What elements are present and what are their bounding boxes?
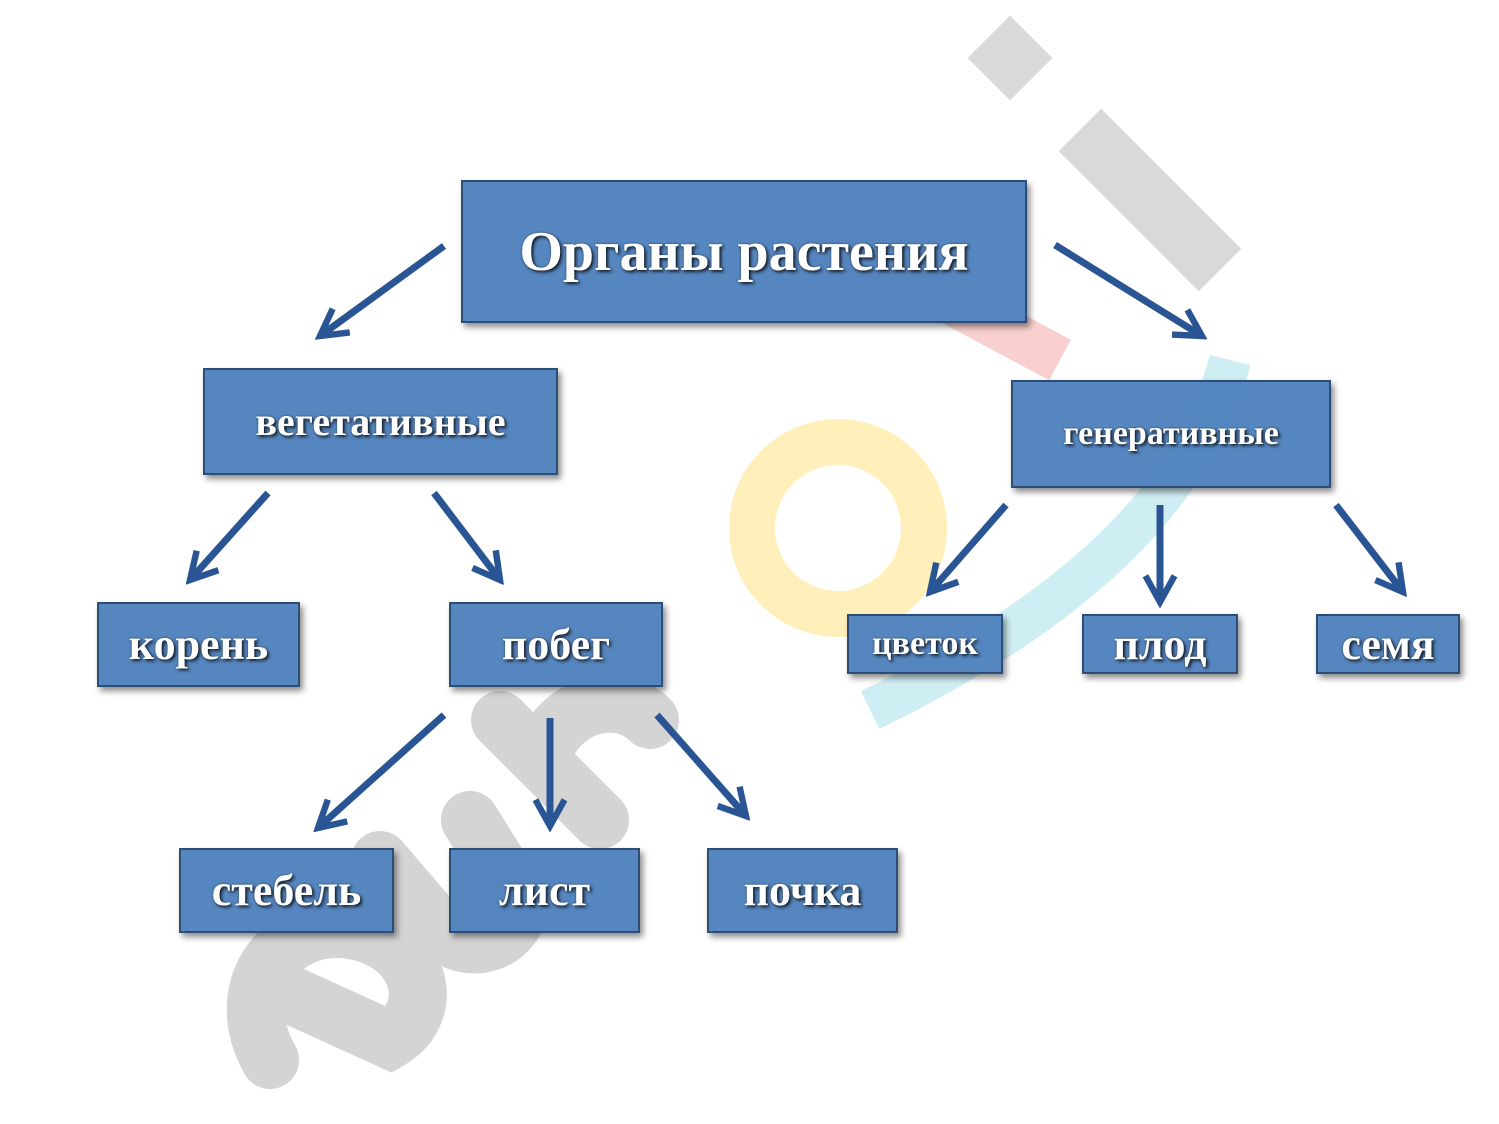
arrow-root-to-vegetative xyxy=(320,243,447,336)
node-seed-label: семя xyxy=(1341,619,1435,669)
arrow-generative-to-seed xyxy=(1333,502,1403,592)
node-leaf: лист xyxy=(449,848,640,933)
node-plant-organs-label: Органы растения xyxy=(519,220,969,283)
watermark-stroke-grey xyxy=(1058,108,1242,292)
node-stem: стебель xyxy=(179,848,394,933)
node-bud: почка xyxy=(707,848,898,933)
node-generative: генеративные xyxy=(1011,380,1331,488)
node-fruit: плод xyxy=(1082,614,1238,674)
arrow-vegetative-to-root-organ xyxy=(190,490,271,580)
node-vegetative-label: вегетативные xyxy=(255,399,506,444)
node-plant-organs: Органы растения xyxy=(461,180,1027,323)
node-shoot: побег xyxy=(449,602,663,687)
arrow-shoot-to-stem xyxy=(318,712,447,828)
node-fruit-label: плод xyxy=(1113,619,1207,669)
node-leaf-label: лист xyxy=(498,866,591,915)
node-generative-label: генеративные xyxy=(1063,415,1279,452)
watermark-ring-yellow xyxy=(729,419,947,637)
arrow-vegetative-to-shoot xyxy=(431,490,500,580)
arrow-shoot-to-bud xyxy=(654,712,746,816)
node-flower: цветок xyxy=(847,614,1003,674)
node-vegetative: вегетативные xyxy=(203,368,558,475)
node-stem-label: стебель xyxy=(211,866,362,915)
arrow-generative-to-flower xyxy=(930,502,1009,592)
node-root: корень xyxy=(97,602,300,687)
node-root-label: корень xyxy=(128,620,269,669)
node-seed: семя xyxy=(1316,614,1460,674)
node-bud-label: почка xyxy=(743,866,862,915)
node-flower-label: цветок xyxy=(872,625,978,662)
arrow-root-to-generative xyxy=(1053,242,1202,336)
node-shoot-label: побег xyxy=(501,620,611,669)
